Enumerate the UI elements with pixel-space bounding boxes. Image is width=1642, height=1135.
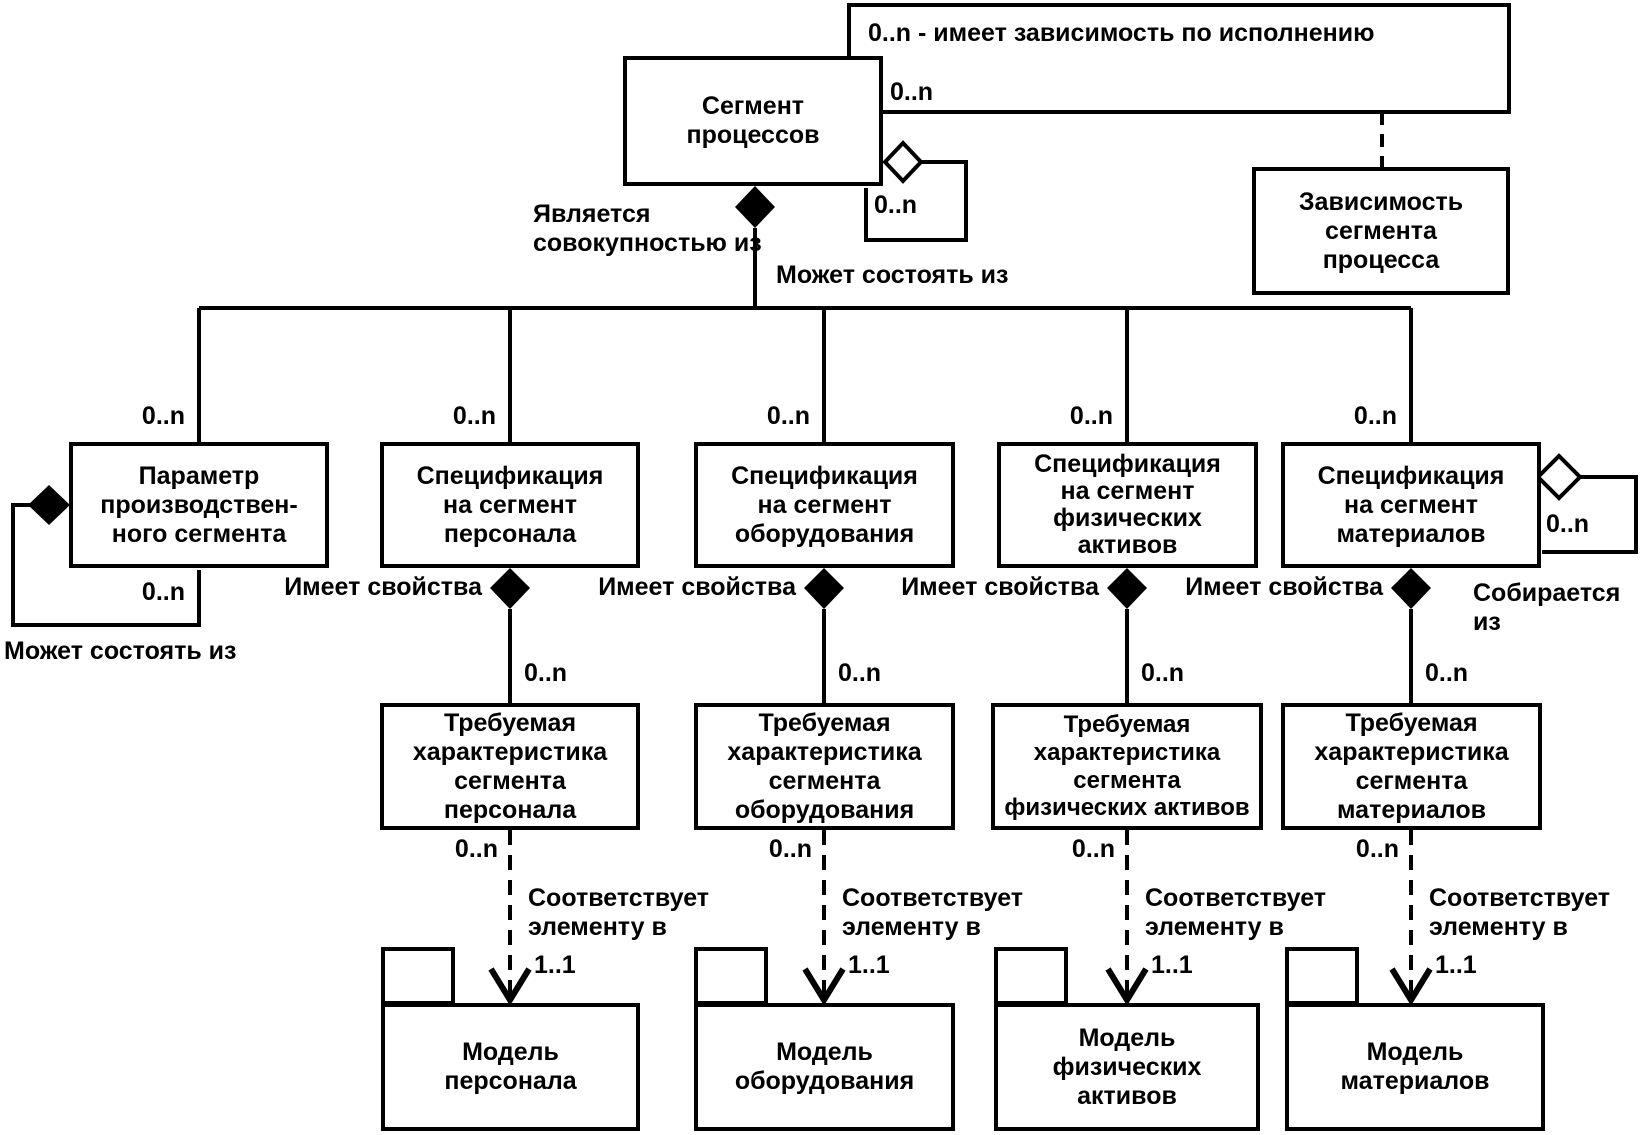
arrowhead-icon: [1105, 967, 1149, 1006]
label-corresponds-to-element: Соответствует элементу в: [842, 884, 1024, 941]
multiplicity-label: 0..n: [874, 191, 918, 219]
multiplicity-label: 1..1: [534, 951, 576, 979]
multiplicity-label: 0..n: [1071, 835, 1115, 863]
material-self-aggregation-loop: [1535, 453, 1638, 554]
multiplicity-label: 0..n: [1353, 402, 1397, 430]
label-has-properties: Имеет свойства: [284, 573, 482, 601]
node-material-req-char: Требуемая характеристика сегмента матери…: [1281, 703, 1542, 830]
spec-to-requirement-links: [490, 568, 1431, 703]
node-personnel-model: Модель персонала: [381, 1003, 640, 1131]
arrowhead-icon: [1389, 967, 1433, 1006]
node-equipment-spec: Спецификация на сегмент оборудования: [694, 442, 955, 568]
label-may-consist-of: Может состоять из: [776, 261, 1009, 289]
node-physical-assets-spec: Спецификация на сегмент физических актив…: [997, 442, 1258, 568]
package-tab: [1285, 947, 1359, 1005]
hollow-aggregation-diamond: [882, 140, 924, 184]
label-has-properties: Имеет свойства: [901, 573, 1099, 601]
package-tab: [694, 947, 768, 1005]
label-has-properties: Имеет свойства: [598, 573, 796, 601]
multiplicity-label: 0..n: [768, 835, 812, 863]
node-process-segment-dependency: Зависимость сегмента процесса: [1252, 167, 1510, 295]
multiplicity-label: 0..n: [1355, 835, 1399, 863]
multiplicity-label: 0..n: [141, 578, 185, 606]
parameter-self-composition-loop: [11, 485, 201, 627]
node-physical-assets-req-char: Требуемая характеристика сегмента физиче…: [991, 703, 1263, 830]
node-equipment-model: Модель оборудования: [694, 1003, 955, 1131]
multiplicity-label: 0..n: [454, 835, 498, 863]
multiplicity-label: 1..1: [848, 951, 890, 979]
label-may-consist-of: Может состоять из: [4, 637, 237, 665]
multiplicity-label: 0..n: [524, 659, 568, 687]
multiplicity-label: 0..n: [141, 402, 185, 430]
multiplicity-label: 0..n: [1425, 659, 1469, 687]
label-assembled-from: Собирается из: [1473, 579, 1621, 636]
node-personnel-req-char: Требуемая характеристика сегмента персон…: [380, 703, 640, 830]
multiplicity-label: 0..n: [838, 659, 882, 687]
node-equipment-req-char: Требуемая характеристика сегмента оборуд…: [694, 703, 955, 830]
package-tab: [381, 947, 455, 1005]
multiplicity-label: 0..n: [766, 402, 810, 430]
arrowhead-icon: [488, 967, 532, 1006]
multiplicity-label: 1..1: [1151, 951, 1193, 979]
multiplicity-label: 0..n: [1069, 402, 1113, 430]
segment-self-aggregation-loop: [864, 140, 968, 242]
node-personnel-spec: Спецификация на сегмент персонала: [380, 442, 640, 568]
node-physical-assets-model: Модель физических активов: [994, 1003, 1260, 1131]
requirement-to-model-dashed-arrows: [488, 830, 1433, 1006]
arrowhead-icon: [802, 967, 846, 1006]
label-corresponds-to-element: Соответствует элементу в: [1145, 884, 1327, 941]
filled-composition-diamond: [735, 186, 775, 228]
multiplicity-label: 0..n: [1141, 659, 1185, 687]
filled-composition-diamond: [28, 485, 70, 525]
multiplicity-label: 0..n: [1546, 510, 1590, 538]
multiplicity-label: 1..1: [1435, 951, 1477, 979]
label-execution-dependency-note: 0..n - имеет зависимость по исполнению: [868, 19, 1375, 47]
node-material-model: Модель материалов: [1285, 1003, 1545, 1131]
multiplicity-label: 0..n: [452, 402, 496, 430]
package-tab: [994, 947, 1068, 1005]
node-material-spec: Спецификация на сегмент материалов: [1281, 442, 1541, 568]
label-has-properties: Имеет свойства: [1185, 573, 1383, 601]
hollow-aggregation-diamond: [1535, 453, 1583, 501]
multiplicity-label: 0..n: [890, 78, 934, 106]
node-production-segment-parameter: Параметр производствен- ного сегмента: [69, 442, 329, 568]
segment-composition-tree: [197, 186, 1413, 444]
label-corresponds-to-element: Соответствует элементу в: [1429, 884, 1611, 941]
label-corresponds-to-element: Соответствует элементу в: [528, 884, 710, 941]
label-is-aggregate-of: Является совокупностью из: [533, 200, 762, 257]
node-segment-processes: Сегмент процессов: [623, 56, 883, 186]
